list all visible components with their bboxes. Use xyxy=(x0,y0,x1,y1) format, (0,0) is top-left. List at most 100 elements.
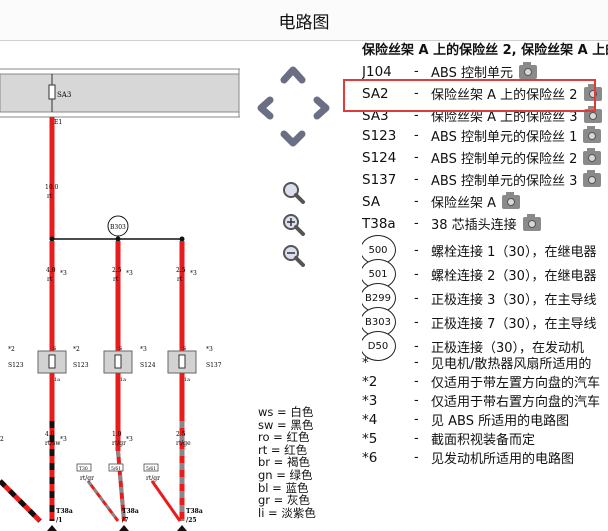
item-dash: - xyxy=(414,266,419,282)
list-item-s137[interactable]: S137 - ABS 控制单元的保险丝 3 xyxy=(362,169,608,189)
camera-icon[interactable] xyxy=(518,61,537,79)
item-desc: 保险丝架 A 上的保险丝 3 xyxy=(431,110,578,125)
item-desc: ABS 控制单元的保险丝 3 xyxy=(431,174,578,189)
list-item-b303[interactable]: B303 - 正极连接 7（30），在主导线 xyxy=(362,307,608,337)
zoom-fit-icon[interactable] xyxy=(283,182,305,204)
wire-branch-2-color: rt xyxy=(113,276,119,283)
wire-lower-2a[interactable] xyxy=(116,450,126,522)
list-item-t38a[interactable]: T38a - 38 芯插头连接 xyxy=(362,213,608,233)
camera-icon[interactable] xyxy=(583,169,602,187)
wire-branch-3-note: *3 xyxy=(190,270,197,277)
wire-branch-1-color: rt xyxy=(47,276,53,283)
item-code: S124 xyxy=(362,149,397,166)
zoom-out-icon[interactable] xyxy=(283,245,305,267)
item-dash: - xyxy=(414,393,419,408)
navigation-controls xyxy=(257,66,330,267)
item-code: J104 xyxy=(362,63,392,80)
item-code: *3 xyxy=(362,392,378,409)
window-title: 电路图 xyxy=(278,12,330,33)
legend-item: li = 淡紫色 xyxy=(258,505,316,520)
pan-left-icon[interactable] xyxy=(257,96,274,120)
connector-b303[interactable] xyxy=(107,215,129,237)
left-number: 2 xyxy=(0,436,4,443)
wire-branch-3-color: rt xyxy=(177,276,183,283)
wire-lower-2-note: *3 xyxy=(126,436,133,443)
item-dash: - xyxy=(414,412,419,427)
fuse-sa3-label: SA3 xyxy=(57,91,71,99)
camera-icon[interactable] xyxy=(583,83,602,101)
terminal-e1: E1 xyxy=(54,119,62,126)
wire-lower-5[interactable] xyxy=(150,480,182,522)
item-dash: - xyxy=(414,290,419,306)
fuse-s124-pin-s: S xyxy=(119,346,123,352)
list-item-501[interactable]: 501 - 螺栓连接 2（30），在继电器 xyxy=(362,259,608,289)
list-item-500[interactable]: 500 - 螺栓连接 1（30），在继电器 xyxy=(362,235,608,265)
item-dash: - xyxy=(414,172,419,187)
legend-item: ws = 白色 xyxy=(258,405,314,419)
connector-t38a-3-pin: /25 xyxy=(186,517,197,524)
fuse-carrier-bar xyxy=(0,73,240,113)
wire-lower-5-color: rt/gr xyxy=(146,475,160,482)
wire-lower-1-size: 4.0 xyxy=(45,431,55,438)
item-desc: 仅适用于带左置方向盘的汽车 xyxy=(431,376,601,391)
selection-highlight xyxy=(343,79,596,112)
connector-t38a-1: T38a xyxy=(56,508,73,515)
fuse-s123-label-2: S123 xyxy=(73,362,89,369)
wire-branch-3-size: 2.5 xyxy=(176,267,186,274)
item-dash: - xyxy=(414,150,419,165)
item-desc: 38 芯插头连接 xyxy=(431,218,517,233)
item-dash: - xyxy=(414,128,419,143)
wire-lower-2-size: 1.0 xyxy=(112,431,122,438)
item-dash: - xyxy=(414,355,419,370)
list-item-j104[interactable]: J104 - ABS 控制单元 xyxy=(362,61,608,81)
pan-right-icon[interactable] xyxy=(313,96,330,120)
component-list: 保险丝架 A 上的保险丝 2, 保险丝架 A 上的 J104 - ABS 控制单… xyxy=(362,42,608,531)
pan-up-icon[interactable] xyxy=(280,66,306,84)
item-desc: ABS 控制单元 xyxy=(431,66,513,81)
item-code: SA2 xyxy=(362,85,389,102)
item-desc: ABS 控制单元的保险丝 2 xyxy=(431,152,578,167)
wire-branch-2-size: 2.5 xyxy=(112,267,122,274)
list-item-s124[interactable]: S124 - ABS 控制单元的保险丝 2 xyxy=(362,147,608,167)
circuit-diagram[interactable]: SA3 E1 10.0 rt B303 4.0 rt *3 2.5 rt *3 … xyxy=(0,41,258,531)
list-item-note: *3 - 仅适用于带右置方向盘的汽车 xyxy=(362,391,608,411)
box-label-1: T30 xyxy=(79,466,88,472)
list-item-sa2[interactable]: SA2 - 保险丝架 A 上的保险丝 2 xyxy=(362,83,608,103)
item-desc: 见 ABS 所适用的电路图 xyxy=(431,414,570,429)
legend-item: sw = 黑色 xyxy=(258,417,314,432)
connection-circle: D50 xyxy=(362,331,396,361)
camera-icon[interactable] xyxy=(583,105,602,123)
zoom-in-icon[interactable] xyxy=(283,214,305,236)
list-item-b299[interactable]: B299 - 正极连接 3（30），在主导线 xyxy=(362,283,608,313)
fuse-s137-pin-1a: 1a xyxy=(184,377,190,383)
item-desc: 螺栓连接 2（30），在继电器 xyxy=(431,268,597,284)
list-item-note: *4 - 见 ABS 所适用的电路图 xyxy=(362,410,608,430)
item-desc: 仅适用于带右置方向盘的汽车 xyxy=(431,395,601,410)
list-item-note: *5 - 截面积视装备而定 xyxy=(362,429,608,449)
item-desc: 保险丝架 A xyxy=(431,196,497,211)
wire-main-size: 10.0 xyxy=(45,184,59,191)
item-desc: 螺栓连接 1（30），在继电器 xyxy=(431,244,597,260)
legend-item: br = 褐色 xyxy=(258,455,310,470)
item-code: *6 xyxy=(362,449,378,466)
item-desc: 正极连接（30），在发动机 xyxy=(431,340,585,356)
item-dash: - xyxy=(414,64,419,79)
list-item-sa[interactable]: SA - 保险丝架 A xyxy=(362,191,608,211)
list-item-s123[interactable]: S123 - ABS 控制单元的保险丝 1 xyxy=(362,125,608,145)
camera-icon[interactable] xyxy=(522,213,541,231)
fuse-sa3[interactable] xyxy=(48,84,56,100)
wire-lower-3-color: rt/ge xyxy=(176,440,191,447)
item-desc: 截面积视装备而定 xyxy=(431,433,536,448)
connector-b303-label: B303 xyxy=(110,224,126,231)
item-dash: - xyxy=(414,108,419,123)
legend-item: gn = 绿色 xyxy=(258,467,313,482)
pan-down-icon[interactable] xyxy=(280,130,306,147)
item-dash: - xyxy=(414,431,419,446)
note-star3-e: *3 xyxy=(206,346,213,353)
camera-icon[interactable] xyxy=(583,147,602,165)
list-item-d50[interactable]: D50 - 正极连接（30），在发动机 xyxy=(362,331,608,361)
wire-branch-1-size: 4.0 xyxy=(46,267,56,274)
camera-icon[interactable] xyxy=(583,125,602,143)
camera-icon[interactable] xyxy=(502,191,521,209)
box-label-3: 5/61 xyxy=(146,466,156,472)
